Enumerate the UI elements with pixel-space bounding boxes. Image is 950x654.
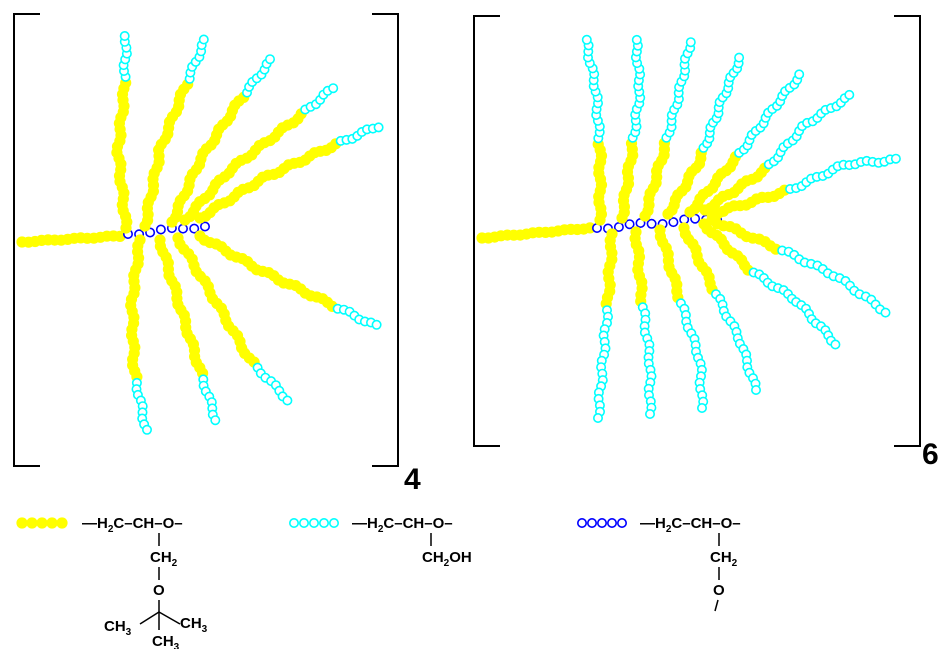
core-legend-bead — [616, 517, 627, 528]
left-arm-down-4-glycerol-bead — [371, 319, 382, 330]
right-core-bead — [646, 218, 657, 229]
tbge-legend-bead — [26, 517, 38, 529]
core-ether-oxygen: O — [713, 582, 725, 599]
glycerol-legend-bead — [318, 517, 329, 528]
glycerol-legend-bead — [298, 517, 309, 528]
right-arm-down-6-glycerol-bead — [880, 307, 891, 318]
core-side-chain: CH2 — [710, 549, 738, 569]
tbge-backbone-formula: —H2C–CH–O– — [82, 515, 183, 535]
glycerol-backbone-formula: —H2C–CH–O– — [352, 515, 453, 535]
left-arm-up-2-glycerol-bead — [198, 34, 209, 45]
right-chain-group — [476, 34, 901, 423]
glycerol-legend-bead — [288, 517, 299, 528]
glycerol-legend-bead — [328, 517, 339, 528]
left-arm-up-4-glycerol-bead — [328, 83, 339, 94]
right-arm-up-6-glycerol-bead — [844, 89, 855, 100]
right-arm-down-5-glycerol-bead — [830, 339, 841, 350]
left-core-bead — [178, 223, 189, 234]
left-chain-group — [16, 30, 384, 435]
tbge-legend-bead — [46, 517, 58, 529]
right-close-bracket — [894, 15, 921, 447]
left-arm-up-3-glycerol-bead — [264, 54, 275, 65]
tbge-ether-oxygen: O — [153, 582, 165, 599]
left-core-bead — [189, 223, 200, 234]
legend-item-core: —H2C–CH–O– CH2 O — [576, 515, 741, 612]
legend-marker-blue-beads — [576, 517, 627, 528]
core-bond-3 — [714, 599, 719, 612]
right-arm-up-7-glycerol-bead — [890, 153, 901, 164]
tbge-methyl-left: CH3 — [104, 618, 132, 638]
right-arm-up-4-glycerol-bead — [734, 52, 745, 63]
right-arm-up-5-glycerol-bead — [794, 69, 805, 80]
right-arm-up-3-glycerol-bead — [685, 37, 696, 48]
right-arm-down-1-glycerol-bead — [592, 412, 603, 423]
legend-marker-yellow-beads — [16, 517, 68, 529]
tbge-methyl-bottom: CH3 — [152, 633, 180, 649]
glycerol-side-chain: CH2OH — [422, 549, 472, 569]
right-open-bracket — [473, 15, 500, 447]
legend-item-tbge: —H2C–CH–O– CH2 O CH3 CH3 CH3 — [16, 515, 208, 653]
right-repeat-count: 6 — [922, 438, 939, 471]
right-arm-up-2-glycerol-bead — [631, 34, 642, 45]
left-arm-up-5-glycerol-bead — [373, 122, 384, 133]
legend-item-glycerol: —H2C–CH–O– CH2OH — [288, 515, 472, 569]
left-arm-down-3-glycerol-bead — [282, 395, 293, 406]
core-legend-bead — [596, 517, 607, 528]
left-core-bead — [200, 221, 211, 232]
left-open-bracket — [13, 13, 40, 467]
core-legend-bead — [576, 517, 587, 528]
left-structure: 4 — [13, 13, 421, 496]
left-close-bracket — [372, 13, 399, 467]
core-backbone-formula: —H2C–CH–O– — [640, 515, 741, 535]
tbge-methyl-right: CH3 — [180, 615, 208, 635]
left-arm-down-1-glycerol-bead — [142, 424, 153, 435]
right-arm-down-4-glycerol-bead — [750, 384, 761, 395]
right-arm-up-1-glycerol-bead — [581, 34, 592, 45]
right-core-bead — [624, 219, 635, 230]
tbge-legend-bead — [56, 517, 68, 529]
left-stem-tbge-bead — [114, 230, 126, 242]
legend-marker-cyan-beads — [288, 517, 339, 528]
right-arm-down-3-glycerol-bead — [696, 402, 707, 413]
legend: —H2C–CH–O– CH2 O CH3 CH3 CH3 — [16, 515, 741, 653]
tbge-legend-bead — [36, 517, 48, 529]
right-core-bead — [668, 217, 679, 228]
right-arm-down-2-glycerol-bead — [644, 408, 655, 419]
tbge-legend-bead — [16, 517, 28, 529]
left-arm-down-2-glycerol-bead — [210, 415, 221, 426]
tbge-bond-4 — [139, 611, 160, 625]
right-structure: 6 — [473, 15, 939, 471]
core-legend-bead — [606, 517, 617, 528]
tbge-side-chain: CH2 — [150, 549, 178, 569]
left-arm-up-1-glycerol-bead — [119, 30, 130, 41]
left-repeat-count: 4 — [404, 463, 421, 496]
tbge-bond-5 — [158, 611, 181, 625]
glycerol-legend-bead — [308, 517, 319, 528]
right-core-bead — [613, 222, 624, 233]
core-legend-bead — [586, 517, 597, 528]
left-core-bead — [155, 224, 166, 235]
